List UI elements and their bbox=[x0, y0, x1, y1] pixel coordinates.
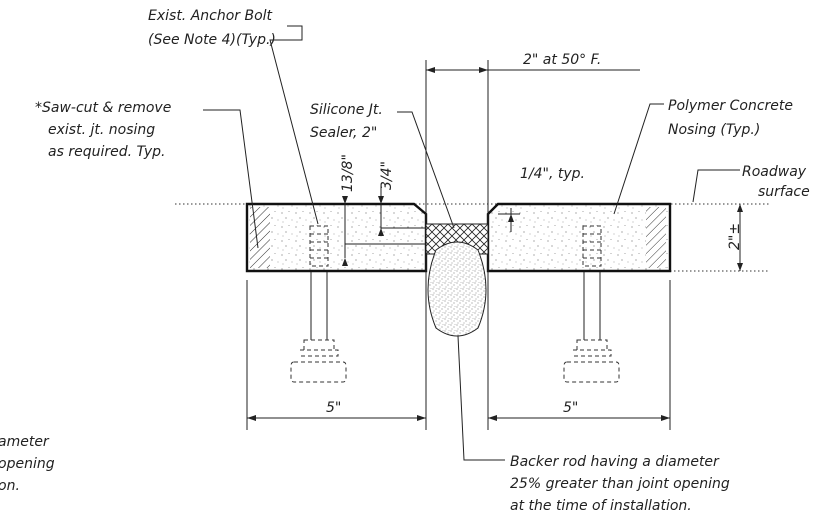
polymer-line-1: Polymer Concrete bbox=[668, 98, 793, 114]
saw-cut-line-2: exist. jt. nosing bbox=[48, 122, 155, 138]
silicone-line-2: Sealer, 2" bbox=[310, 125, 377, 141]
backer-rod-line-1: Backer rod having a diameter bbox=[510, 454, 720, 470]
saw-cut-line-1: *Saw-cut & remove bbox=[35, 100, 171, 116]
saw-cut-line-3: as required. Typ. bbox=[48, 144, 165, 160]
depth-dimensions: 13/8" 3/4" bbox=[340, 154, 426, 266]
dim-5-right-label: 5" bbox=[563, 400, 578, 416]
backer-rod bbox=[427, 241, 487, 337]
polymer-callout: Polymer Concrete Nosing (Typ.) bbox=[613, 98, 793, 215]
saw-cut-callout: *Saw-cut & remove exist. jt. nosing as r… bbox=[35, 100, 259, 249]
cutoff-line-1: ameter bbox=[0, 434, 50, 450]
right-nosing-block bbox=[486, 202, 672, 273]
width-dimensions: 5" 5" bbox=[246, 280, 671, 430]
anchor-bolt-callout: Exist. Anchor Bolt (See Note 4)(Typ.) bbox=[148, 8, 319, 225]
gap-dim-label: 2" at 50° F. bbox=[523, 52, 601, 68]
dim-2-pm-label: 2"± bbox=[727, 223, 743, 250]
chamfer-label: 1/4", typ. bbox=[520, 166, 585, 182]
polymer-line-2: Nosing (Typ.) bbox=[668, 122, 760, 138]
cutoff-line-3: on. bbox=[0, 478, 20, 494]
backer-rod-callout: Backer rod having a diameter 25% greater… bbox=[457, 335, 730, 512]
anchor-bolt-line-2: (See Note 4)(Typ.) bbox=[148, 32, 276, 48]
dim-3-4-label: 3/4" bbox=[379, 161, 395, 190]
left-anchor-bolt bbox=[290, 225, 347, 383]
dim-5-left-label: 5" bbox=[326, 400, 341, 416]
cutoff-note: ameter opening on. bbox=[0, 434, 55, 494]
backer-rod-line-3: at the time of installation. bbox=[510, 498, 692, 512]
left-nosing-block bbox=[245, 202, 428, 273]
silicone-callout: Silicone Jt. Sealer, 2" bbox=[310, 102, 455, 229]
dim-1-3-8-label: 13/8" bbox=[340, 154, 356, 192]
roadway-line-1: Roadway bbox=[742, 164, 807, 180]
roadway-line-2: surface bbox=[758, 184, 810, 200]
left-sawcut-hatch bbox=[250, 207, 270, 268]
backer-rod-line-2: 25% greater than joint opening bbox=[510, 476, 730, 492]
right-anchor-bolt bbox=[563, 225, 620, 383]
roadway-callout: Roadway surface bbox=[692, 164, 810, 203]
silicone-line-1: Silicone Jt. bbox=[310, 102, 383, 118]
height-dimension: 2"± bbox=[727, 204, 743, 271]
anchor-bolt-line-1: Exist. Anchor Bolt bbox=[148, 8, 273, 24]
gap-dimension: 2" at 50° F. bbox=[426, 52, 640, 73]
cutoff-line-2: opening bbox=[0, 456, 55, 472]
chamfer-callout: 1/4", typ. bbox=[498, 166, 585, 232]
right-sawcut-hatch bbox=[646, 207, 666, 268]
